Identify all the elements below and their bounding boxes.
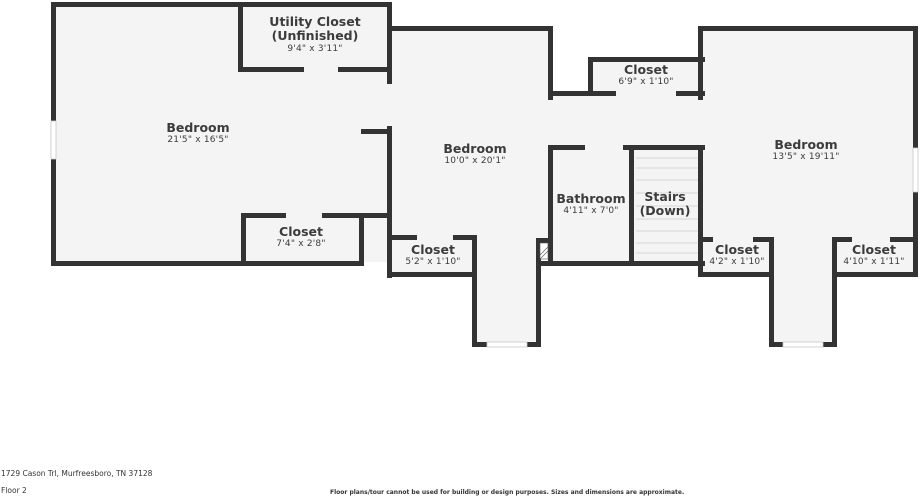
bedroom-3-alcove-floor	[771, 240, 834, 344]
utility-chase	[539, 242, 549, 260]
hallway-floor	[550, 94, 702, 150]
room-label-bedroom-2: Bedroom 10'0" x 20'1"	[443, 141, 507, 167]
bedroom-3-floor	[702, 30, 914, 242]
room-dimensions: 5'2" x 1'10"	[405, 257, 461, 268]
closet-4x1b-floor	[834, 240, 914, 274]
room-label-stairs: Stairs (Down)	[639, 189, 691, 219]
closet-6x1-floor	[590, 60, 700, 94]
closet-5x1-floor	[390, 238, 474, 274]
door-openings	[286, 67, 890, 242]
windows	[50, 120, 919, 348]
bedroom-2-alcove-floor	[474, 238, 538, 344]
room-label-closet-4x1b: Closet 4'10" x 1'11"	[843, 242, 905, 268]
room-name: Closet	[279, 224, 323, 239]
room-dimensions: 4'10" x 1'11"	[843, 257, 905, 268]
closet-4x1-floor	[702, 240, 771, 274]
room-name: Bedroom	[443, 141, 507, 156]
room-name: Closet	[852, 242, 896, 257]
room-dimensions: 9'4" x 3'11"	[287, 43, 343, 54]
room-dimensions: 6'9" x 1'10"	[618, 77, 674, 88]
room-name: Closet	[715, 242, 759, 257]
property-address: 1729 Cason Trl, Murfreesboro, TN 37128	[1, 469, 153, 478]
stair-treads	[636, 157, 698, 254]
room-subtitle: (Unfinished)	[271, 28, 359, 44]
room-subtitle: (Down)	[639, 203, 691, 219]
floor-label: Floor 2	[1, 486, 27, 495]
room-label-closet-7x2: Closet 7'4" x 2'8"	[276, 224, 326, 250]
room-label-closet-5x1: Closet 5'2" x 1'10"	[405, 242, 461, 268]
room-dimensions: 13'5" x 19'11"	[772, 152, 840, 163]
bedroom-1-floor	[54, 5, 388, 262]
room-label-utility-closet: Utility Closet (Unfinished) 9'4" x 3'11"	[269, 14, 361, 54]
room-name: Closet	[411, 242, 455, 257]
room-dimensions: 4'2" x 1'10"	[709, 257, 765, 268]
room-dimensions: 21'5" x 16'5"	[167, 135, 229, 146]
room-name: Utility Closet	[269, 14, 361, 29]
room-name: Closet	[624, 62, 668, 77]
bathroom-floor	[552, 150, 632, 262]
room-dimensions: 7'4" x 2'8"	[276, 239, 326, 250]
room-dimensions: 10'0" x 20'1"	[444, 156, 506, 167]
disclaimer-text: Floor plans/tour cannot be used for buil…	[330, 489, 685, 496]
room-label-closet-4x1: Closet 4'2" x 1'10"	[709, 242, 765, 268]
room-label-bathroom: Bathroom 4'11" x 7'0"	[556, 191, 626, 217]
room-label-bedroom-1: Bedroom 21'5" x 16'5"	[166, 120, 230, 146]
room-label-closet-6x1: Closet 6'9" x 1'10"	[618, 62, 674, 88]
bedroom-2-floor	[390, 30, 550, 240]
room-name: Stairs	[644, 189, 686, 204]
room-dimensions: 4'11" x 7'0"	[563, 206, 619, 217]
room-name: Bedroom	[166, 120, 230, 135]
room-label-bedroom-3: Bedroom 13'5" x 19'11"	[772, 137, 840, 163]
room-name: Bathroom	[556, 191, 626, 206]
room-name: Bedroom	[774, 137, 838, 152]
